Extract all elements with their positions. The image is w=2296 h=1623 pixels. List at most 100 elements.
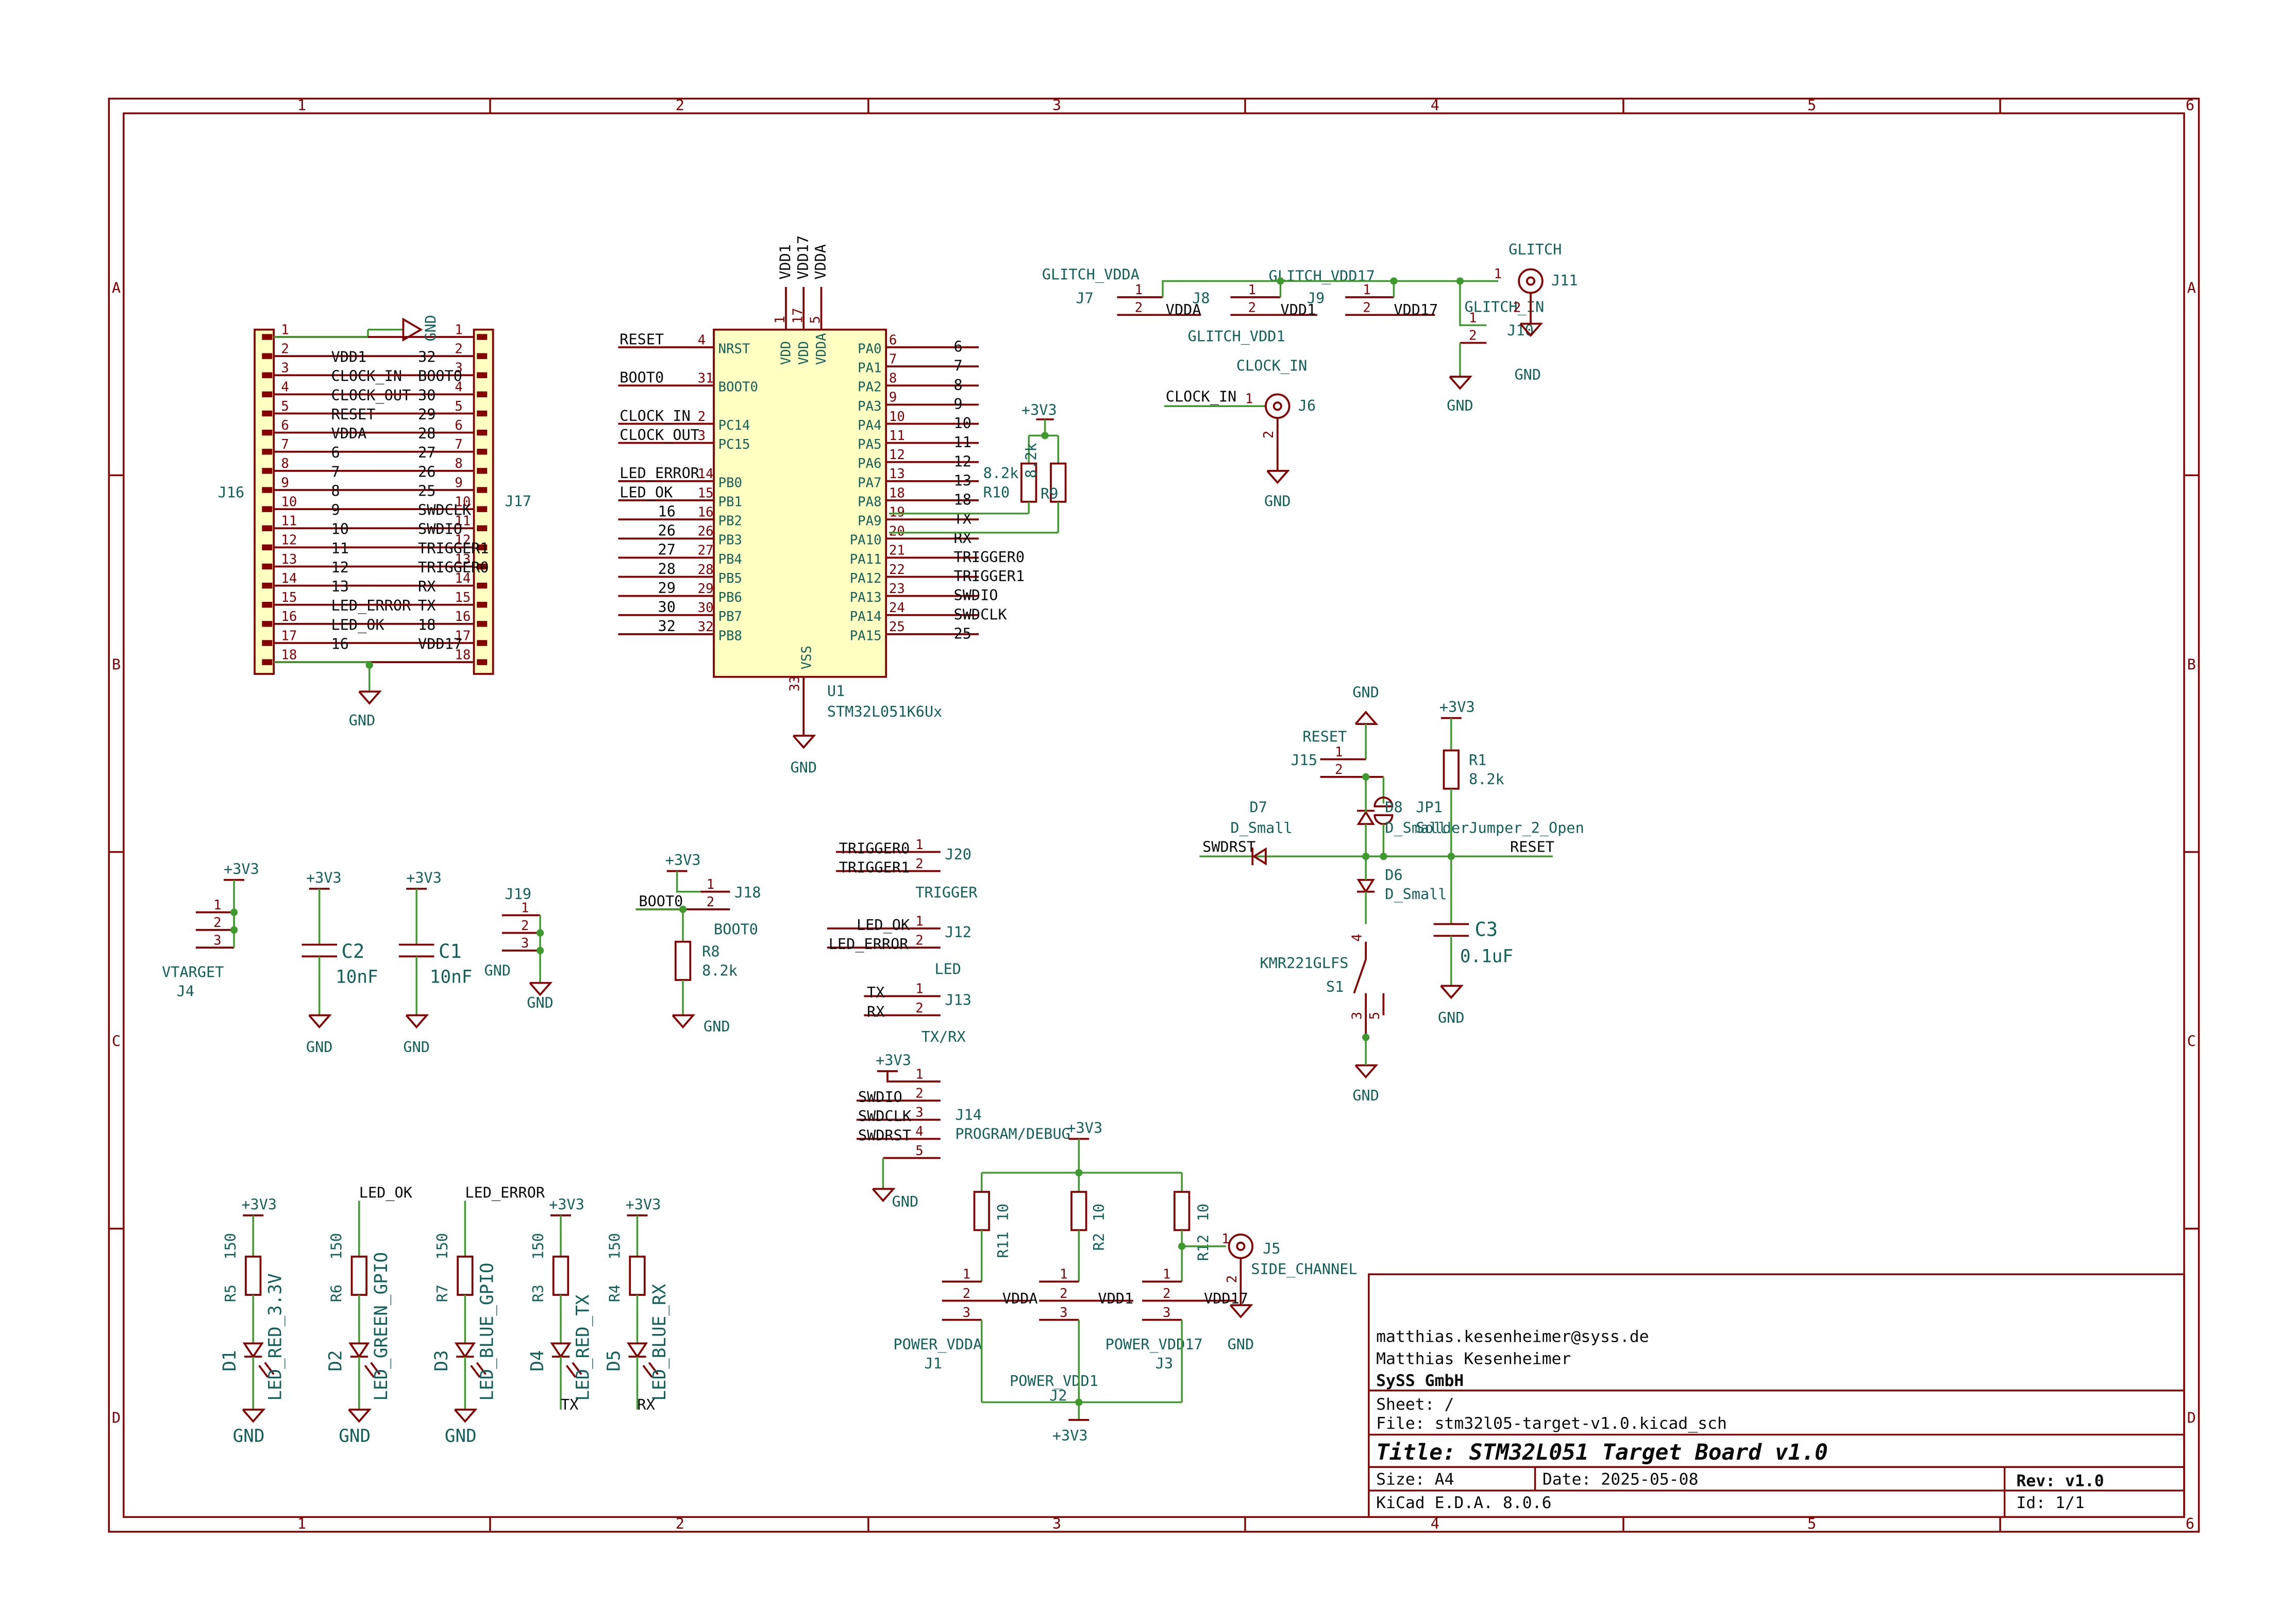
col-label: 1 <box>297 1515 306 1532</box>
pin-num: 14 <box>455 571 471 586</box>
d-ref: D4 <box>527 1350 548 1371</box>
pin-num: 7 <box>281 437 289 452</box>
pin-num: 8 <box>889 371 897 386</box>
d-value: LED_RED_TX <box>573 1294 593 1401</box>
pin-label: PB5 <box>718 571 742 586</box>
pin-num: 1 <box>773 316 788 324</box>
net-label: 8 <box>331 482 340 499</box>
tb-kicad: KiCad E.D.A. 8.0.6 <box>1376 1494 1551 1512</box>
r1-value: 8.2k <box>1469 770 1504 788</box>
d-value: LED_BLUE_GPIO <box>477 1263 498 1401</box>
trigger-label: TRIGGER <box>915 884 978 901</box>
row-label: C <box>2187 1032 2196 1050</box>
led-ray <box>258 1365 269 1378</box>
net-label: 13 <box>954 471 971 489</box>
net-label: 10 <box>954 414 971 432</box>
net-label: 29 <box>658 579 676 597</box>
gnd-j16-j17: GND <box>349 661 382 729</box>
j8-ref: J8 <box>1192 289 1210 307</box>
pin-marker <box>262 659 273 665</box>
r-value: 150 <box>222 1233 239 1260</box>
pin-num: 14 <box>281 571 297 586</box>
net-label: 26 <box>418 463 435 480</box>
pin-marker <box>477 449 488 455</box>
pin-marker <box>477 640 488 646</box>
net-reset: RESET <box>1510 838 1554 856</box>
net-vdd17: VDD17 <box>1204 1290 1248 1307</box>
r-value: 150 <box>606 1233 623 1260</box>
pin-label: PB1 <box>718 494 742 510</box>
pin-num: 31 <box>698 371 714 386</box>
tb-rev: Rev: v1.0 <box>2016 1472 2104 1490</box>
r-value: 150 <box>328 1233 345 1260</box>
net-label: TX <box>561 1396 578 1413</box>
pin-num: 18 <box>889 485 905 501</box>
led-j12: LED_OK LED_ERROR 1 2 J12 LED <box>827 914 971 978</box>
pin-num: 3 <box>281 361 289 376</box>
j3-ref: J3 <box>1155 1355 1173 1372</box>
net: LED_ERROR <box>829 935 909 953</box>
pin-num: 25 <box>889 619 905 635</box>
c2-value: 10nF <box>336 967 378 988</box>
pin-num: 1 <box>521 901 529 916</box>
c1-ref: C1 <box>439 940 462 962</box>
led-ray <box>572 1362 582 1375</box>
net-label: LED_OK <box>331 616 385 634</box>
r11-value: 10 <box>994 1204 1012 1221</box>
pin-num: 2 <box>1363 300 1370 315</box>
pin-num: 1 <box>1060 1267 1067 1282</box>
pin-num: 1 <box>1248 282 1256 298</box>
pin-num: 1 <box>281 322 289 337</box>
pin-label: PA11 <box>850 552 882 567</box>
pin-marker <box>262 429 273 436</box>
pin-num: 4 <box>915 1124 923 1140</box>
gnd-label: GND <box>306 1038 333 1056</box>
pin-num: 6 <box>889 332 897 348</box>
r-ref: R6 <box>328 1284 345 1302</box>
pin-num: 16 <box>281 609 297 624</box>
pin-num: 2 <box>1248 300 1256 315</box>
col-label: 3 <box>1052 1515 1061 1532</box>
pin-num: 3 <box>455 361 462 376</box>
u1-value: STM32L051K6Ux <box>827 703 942 720</box>
tb-email: matthias.kesenheimer@syss.de <box>1376 1328 1649 1346</box>
glitch-vdd1-label: GLITCH_VDD1 <box>1188 328 1285 346</box>
net-vdd1: VDD1 <box>1098 1290 1133 1307</box>
txrx-label: TX/RX <box>921 1028 966 1045</box>
led-ray <box>476 1362 487 1375</box>
vss-label: VSS <box>799 646 815 669</box>
pin-marker <box>477 506 488 512</box>
pin-marker <box>262 544 273 551</box>
pin-num: 13 <box>455 552 471 567</box>
pin-marker <box>262 525 273 531</box>
j7-ref: J7 <box>1076 289 1094 307</box>
gnd-label: GND <box>790 758 817 776</box>
pin-marker <box>477 410 488 417</box>
pwr-label: +3V3 <box>665 851 701 869</box>
pin-num: 2 <box>698 409 706 425</box>
program-debug-j14: +3V3 SWDIO SWDCLK SWDRST 1 2 3 4 5 J14 P… <box>857 1052 1070 1210</box>
r-ref: R5 <box>222 1284 239 1302</box>
d8-value: D_Small <box>1385 819 1447 837</box>
col-label: 4 <box>1431 1515 1439 1532</box>
j9-ref: J9 <box>1307 289 1325 307</box>
pin-num: 1 <box>915 837 923 853</box>
gnd-symbol <box>242 1409 266 1423</box>
pullups-r9-r10: +3V3 8.2k R10 8.2k R9 <box>889 401 1067 534</box>
pin-num: 27 <box>698 543 714 559</box>
net-label: VDD1 <box>777 244 794 280</box>
pin-num: 1 <box>1221 1231 1229 1247</box>
pin-num: 17 <box>790 308 806 324</box>
net-label: CLOCK_OUT <box>331 386 411 404</box>
pin-num: 6 <box>281 418 289 433</box>
pin-num: 20 <box>889 524 905 539</box>
net-label: 7 <box>954 357 963 375</box>
led-diode <box>348 1342 370 1359</box>
gnd-label: GND <box>339 1426 371 1447</box>
net-label: 29 <box>418 405 435 423</box>
jp1-ref: JP1 <box>1416 798 1443 816</box>
gnd-label: GND <box>403 1038 430 1056</box>
